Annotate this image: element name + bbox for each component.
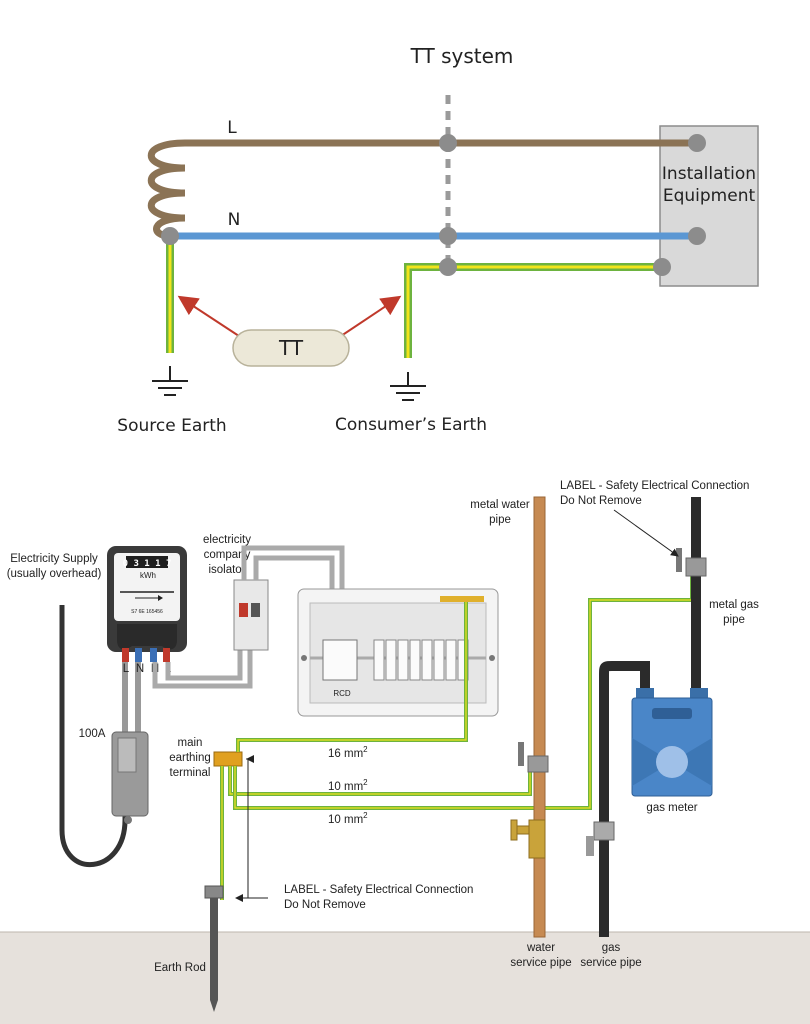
equipment-label-1: Installation — [662, 164, 756, 184]
node-N-boundary — [439, 227, 457, 245]
supply-cable — [59, 605, 128, 868]
supply-label-2: (usually overhead) — [7, 568, 102, 580]
gas-stopcock — [593, 821, 615, 841]
label-N: N — [228, 210, 241, 230]
node-L-boundary — [439, 134, 457, 152]
transformer-coil — [148, 139, 452, 240]
met-label-1: main — [178, 737, 203, 749]
supply-label-1: Electricity Supply — [10, 553, 98, 565]
source-earth-symbol — [152, 366, 188, 396]
gas-meter-label: gas meter — [646, 802, 697, 814]
isolator-label-3: isolator — [208, 564, 245, 576]
cable-size-2: 10 mm2 — [328, 778, 368, 793]
label-L: L — [227, 118, 237, 138]
label-top-1: LABEL - Safety Electrical Connection — [560, 480, 749, 492]
node-N-equipment — [688, 227, 706, 245]
earth-bar — [440, 596, 484, 602]
metal-water-pipe — [533, 496, 546, 938]
tt-pill — [232, 329, 350, 367]
gas-service-label-1: gas — [602, 942, 621, 954]
isolator-label-1: electricity — [203, 534, 251, 546]
terminal-N1: N — [136, 663, 144, 675]
label-bottom-1: LABEL - Safety Electrical Connection — [284, 884, 473, 896]
rcd-device — [322, 639, 358, 681]
metal-gas-pipe — [599, 497, 701, 937]
earth-rod — [210, 892, 218, 1012]
rcd-label: RCD — [333, 689, 351, 698]
isolator-label-2: company — [204, 549, 251, 561]
tt-title: TT system — [410, 44, 514, 68]
meter-serial: S7 6E 165456 — [131, 609, 163, 615]
cable-size-1: 16 mm2 — [328, 745, 368, 760]
source-earth-label: Source Earth — [117, 416, 226, 436]
node-E-boundary — [439, 258, 457, 276]
main-earthing-terminal — [213, 751, 243, 767]
consumer-earth-conductor — [404, 263, 662, 358]
water-stopcock — [528, 819, 546, 859]
meter-unit: kWh — [140, 571, 156, 580]
gas-pipe-label-2: pipe — [723, 614, 745, 626]
label-bottom-2: Do Not Remove — [284, 899, 366, 911]
terminal-L1: L — [123, 663, 130, 675]
water-service-label-2: service pipe — [510, 957, 571, 969]
met-label-3: terminal — [170, 767, 211, 779]
earth-rod-label: Earth Rod — [154, 962, 206, 974]
mcb-breakers — [373, 639, 469, 681]
fuse-rating-label: 100A — [79, 728, 106, 740]
earthing-conductors — [220, 570, 694, 900]
consumer-earth-symbol — [390, 372, 426, 401]
label-top-2: Do Not Remove — [560, 495, 642, 507]
gas-service-label-2: service pipe — [580, 957, 641, 969]
meter-terminal-L — [122, 648, 129, 662]
water-service-label-1: water — [526, 942, 555, 954]
water-pipe-label-1: metal water — [470, 499, 530, 511]
meter-reading: 0 3 1 1 7 — [123, 559, 172, 569]
installation-equipment-box — [659, 125, 759, 287]
cable-size-3: 10 mm2 — [328, 811, 368, 826]
node-L-equipment — [688, 134, 706, 152]
equipment-label-2: Equipment — [663, 186, 756, 206]
gas-pipe-label-1: metal gas — [709, 599, 759, 611]
tt-pill-label: TT — [278, 336, 304, 360]
node-E-equipment — [653, 258, 671, 276]
met-label-2: earthing — [169, 752, 211, 764]
tt-arrow-source — [177, 295, 246, 341]
node-N-source — [161, 227, 179, 245]
tt-arrow-consumer — [334, 295, 402, 341]
ground — [0, 932, 810, 1024]
water-pipe-label-2: pipe — [489, 514, 511, 526]
consumer-earth-label: Consumer’s Earth — [335, 415, 487, 435]
